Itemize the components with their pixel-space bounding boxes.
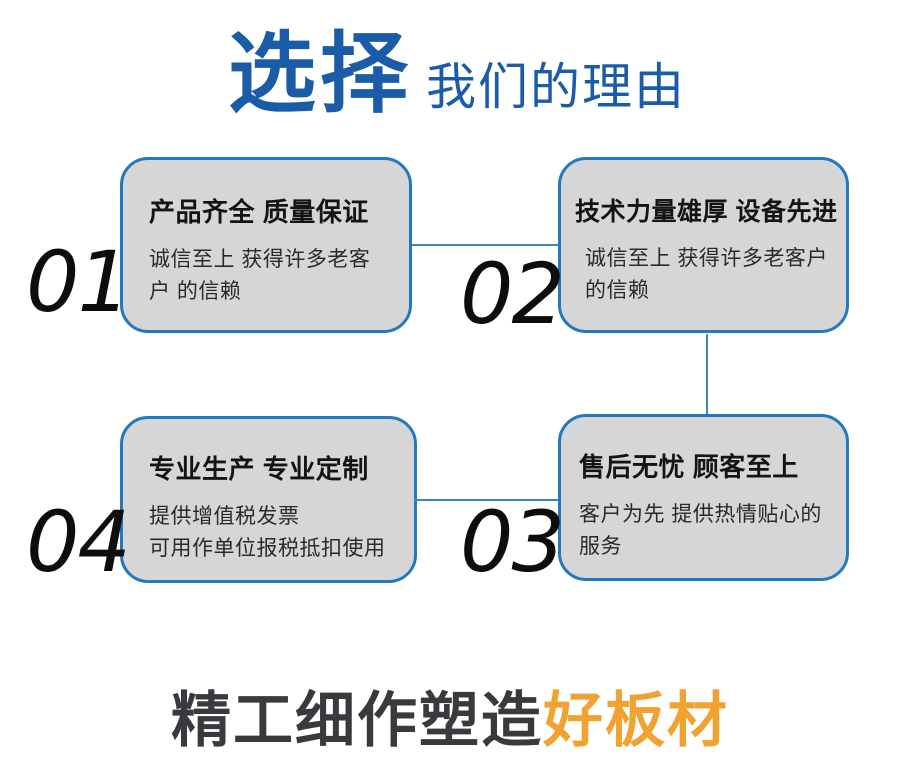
reason-card-04: 专业生产 专业定制 提供增值税发票 可用作单位报税抵扣使用 (120, 416, 417, 583)
footer-slogan-prefix: 精工细作塑造 (171, 687, 543, 754)
page-title-main: 选择 (228, 24, 413, 123)
connector-line-top (412, 244, 558, 246)
reason-desc-04: 提供增值税发票 可用作单位报税抵扣使用 (149, 505, 386, 560)
reason-title-01: 产品齐全 质量保证 (149, 197, 369, 227)
page-title: 选择 我们的理由 (228, 24, 687, 123)
reason-card-03: 售后无忧 顾客至上 客户为先 提供热情贴心的 服务 (558, 414, 849, 581)
reason-title-03: 售后无忧 顾客至上 (579, 452, 799, 482)
footer-slogan: 精工细作塑造好板材 (0, 672, 900, 757)
reason-desc-01: 诚信至上 获得许多老客户 的信赖 (149, 248, 371, 303)
reason-number-03: 03 (460, 493, 565, 591)
reason-number-02: 02 (460, 245, 565, 343)
reason-title-04: 专业生产 专业定制 (149, 454, 369, 484)
page-title-sub: 我们的理由 (426, 59, 687, 115)
reason-desc-02: 诚信至上 获得许多老客户 的信赖 (585, 247, 828, 302)
reason-card-02: 技术力量雄厚 设备先进 诚信至上 获得许多老客户 的信赖 (558, 157, 849, 333)
reason-desc-03: 客户为先 提供热情贴心的 服务 (579, 503, 822, 558)
reason-title-02: 技术力量雄厚 设备先进 (575, 198, 838, 226)
reason-card-01: 产品齐全 质量保证 诚信至上 获得许多老客户 的信赖 (120, 157, 412, 333)
reason-number-01: 01 (26, 233, 131, 331)
reason-number-04: 04 (26, 493, 131, 591)
footer-slogan-highlight: 好板材 (543, 687, 729, 754)
connector-line-bottom (414, 499, 558, 501)
connector-line-vertical (706, 334, 708, 414)
